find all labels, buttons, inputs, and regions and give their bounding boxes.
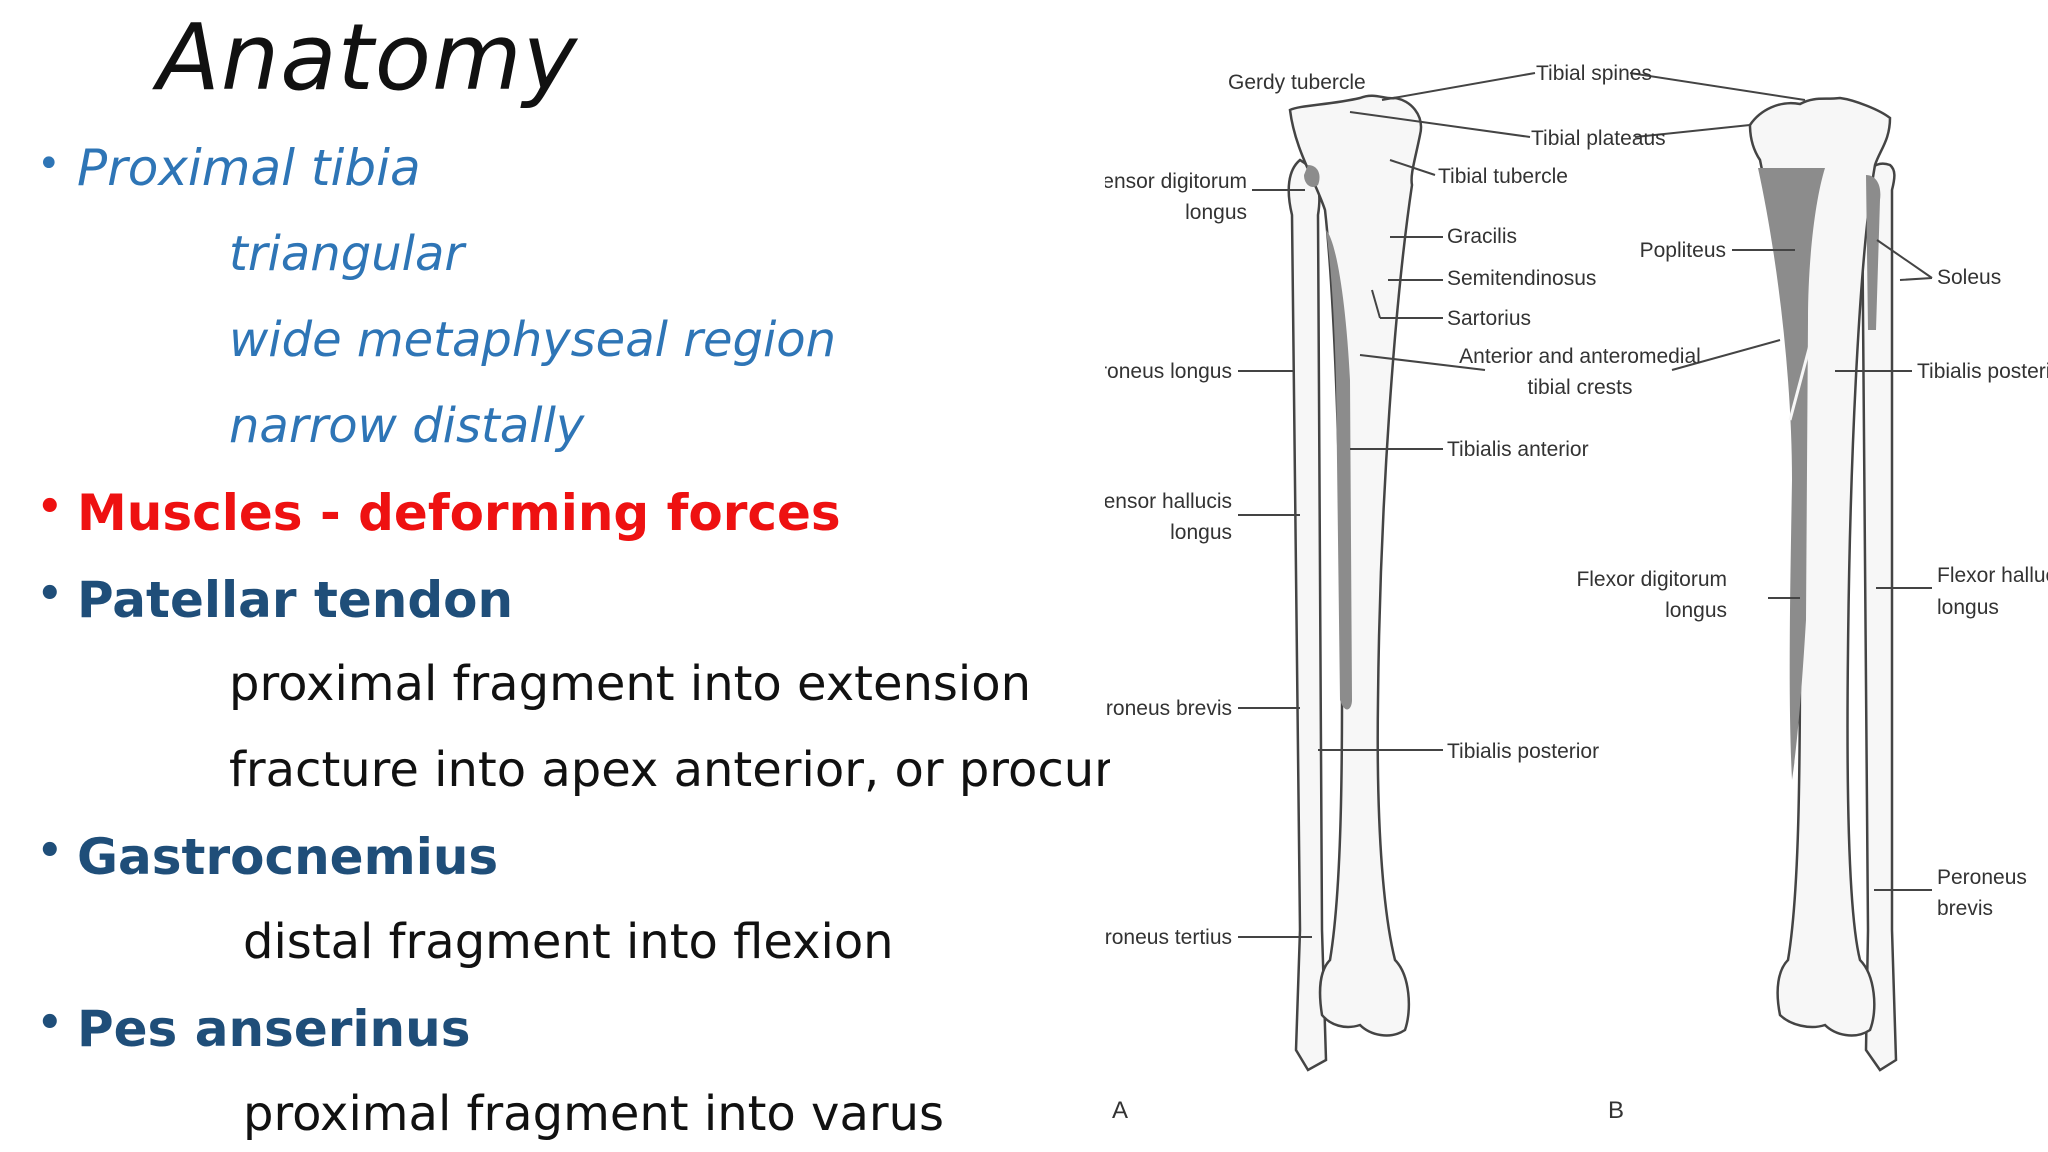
label-flexor-digitorum-1: Flexor digitorum bbox=[1576, 568, 1727, 591]
label-tibialis-posterior-b: Tibialis posterior bbox=[1917, 360, 2048, 383]
sub-bullet-wide-metaphyseal: wide metaphyseal region bbox=[229, 312, 837, 368]
bullet-list: • Proximal tibia triangular wide metaphy… bbox=[37, 139, 1110, 1142]
label-peroneus-brevis-a: Peroneus brevis bbox=[1105, 697, 1232, 720]
sub-bullet-narrow-distally: narrow distally bbox=[229, 398, 585, 454]
label-panel-b: B bbox=[1608, 1097, 1624, 1124]
sub-bullet-distal-flexion: distal fragment into flexion bbox=[243, 914, 894, 970]
tibialis-anterior-area bbox=[1326, 230, 1352, 710]
tibia-fibula-figure: Gerdy tubercle Tibial spines Tibial plat… bbox=[1105, 62, 2048, 1124]
soleus-fibula-area bbox=[1866, 175, 1881, 330]
label-flexor-digitorum-2: longus bbox=[1665, 599, 1727, 622]
bullet-dot: • bbox=[37, 1000, 63, 1046]
label-tibial-crests-2: tibial crests bbox=[1527, 376, 1632, 399]
label-peroneus-brevis-b-1: Peroneus bbox=[1937, 866, 2027, 889]
panel-b-muscle-areas bbox=[1758, 168, 1881, 780]
sub-bullet-proximal-varus: proximal fragment into varus bbox=[243, 1086, 945, 1142]
label-flexor-hallucis-2: longus bbox=[1937, 596, 1999, 619]
extensor-digitorum-area bbox=[1304, 165, 1320, 187]
bullet-gastrocnemius: Gastrocnemius bbox=[77, 828, 499, 886]
leader-lines bbox=[1238, 72, 1933, 938]
sub-bullet-triangular: triangular bbox=[229, 226, 465, 282]
label-peroneus-longus: Peroneus longus bbox=[1105, 360, 1232, 383]
label-extensor-digitorum-1: Extensor digitorum bbox=[1105, 170, 1247, 193]
label-sartorius: Sartorius bbox=[1447, 307, 1531, 330]
bullet-dot: • bbox=[37, 571, 63, 617]
bullet-patellar-tendon: Patellar tendon bbox=[77, 571, 514, 629]
bullet-dot: • bbox=[37, 141, 61, 187]
label-soleus: Soleus bbox=[1937, 266, 2001, 289]
label-extensor-hallucis-1: Extensor hallucis bbox=[1105, 490, 1232, 513]
panel-a-muscle-areas bbox=[1304, 165, 1352, 710]
panel-b-crest-lines bbox=[1788, 269, 1844, 481]
popliteus-soleus-area bbox=[1758, 168, 1825, 780]
label-gerdy-tubercle: Gerdy tubercle bbox=[1228, 71, 1366, 94]
label-panel-a: A bbox=[1112, 1097, 1128, 1124]
label-popliteus: Popliteus bbox=[1640, 239, 1726, 262]
bullet-proximal-tibia: Proximal tibia bbox=[77, 139, 421, 197]
label-tibial-crests-1: Anterior and anteromedial bbox=[1459, 345, 1701, 368]
label-peroneus-tertius: Peroneus tertius bbox=[1105, 926, 1232, 949]
bullet-dot: • bbox=[37, 484, 63, 530]
bullet-muscles-deforming-forces: Muscles - deforming forces bbox=[77, 484, 841, 542]
label-extensor-digitorum-2: longus bbox=[1185, 201, 1247, 224]
label-tibial-spines: Tibial spines bbox=[1536, 62, 1652, 85]
panel-a-bones bbox=[1287, 94, 1423, 1072]
bullet-pes-anserinus: Pes anserinus bbox=[77, 1000, 471, 1058]
fibula-a bbox=[1287, 158, 1328, 1072]
sub-bullet-apex-anterior: fracture into apex anterior, or procurva… bbox=[229, 742, 1110, 798]
label-tibialis-anterior: Tibialis anterior bbox=[1447, 438, 1589, 461]
label-tibial-plateaus: Tibial plateaus bbox=[1531, 127, 1666, 150]
label-peroneus-brevis-b-2: brevis bbox=[1937, 897, 1993, 920]
slide-title: Anatomy bbox=[157, 4, 579, 111]
figure-labels: Gerdy tubercle Tibial spines Tibial plat… bbox=[1105, 62, 2048, 1124]
panel-b-bones bbox=[1748, 96, 1898, 1072]
label-gracilis: Gracilis bbox=[1447, 225, 1517, 248]
label-tibial-tubercle: Tibial tubercle bbox=[1438, 165, 1568, 188]
label-extensor-hallucis-2: longus bbox=[1170, 521, 1232, 544]
bullet-dot: • bbox=[37, 828, 63, 874]
label-flexor-hallucis-1: Flexor hallucis bbox=[1937, 564, 2048, 587]
label-semitendinosus: Semitendinosus bbox=[1447, 267, 1596, 290]
sub-bullet-proximal-extension: proximal fragment into extension bbox=[229, 656, 1032, 712]
label-tibialis-posterior-a: Tibialis posterior bbox=[1447, 740, 1599, 763]
fibula-b bbox=[1860, 162, 1898, 1072]
